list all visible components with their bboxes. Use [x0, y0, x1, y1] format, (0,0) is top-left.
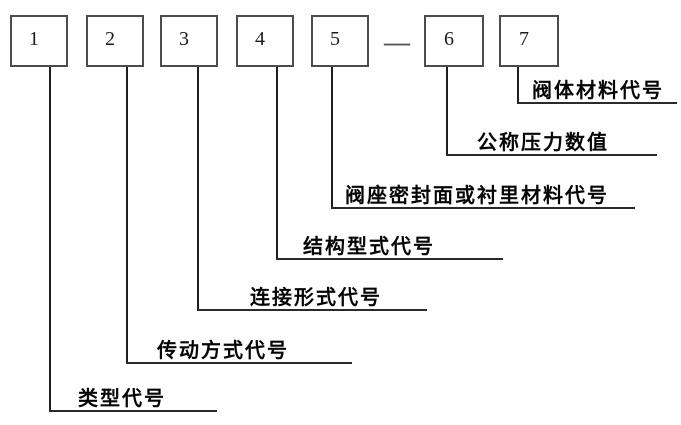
label-nominal-pressure-value: 公称压力数值 [477, 132, 609, 154]
connector-vline-2 [126, 67, 128, 364]
code-box-1: 1 [10, 15, 68, 67]
connector-underline-1 [49, 410, 217, 412]
code-box-4: 4 [236, 15, 294, 67]
label-body-material-code: 阀体材料代号 [532, 80, 664, 102]
dash-separator: — [384, 28, 410, 57]
code-box-7-number: 7 [519, 27, 529, 50]
connector-vline-4 [276, 67, 278, 260]
code-box-4-number: 4 [255, 27, 265, 50]
code-box-1-number: 1 [29, 27, 39, 50]
code-box-7: 7 [499, 15, 559, 67]
code-box-6-number: 6 [444, 27, 454, 50]
connector-underline-3 [197, 309, 427, 311]
connector-vline-1 [49, 67, 51, 412]
code-box-3-number: 3 [179, 27, 189, 50]
connector-vline-7 [517, 67, 519, 104]
code-box-5-number: 5 [330, 27, 340, 50]
code-box-5: 5 [311, 15, 369, 67]
label-seat-sealing-or-lining-material-code: 阀座密封面或衬里材料代号 [345, 185, 609, 207]
connector-underline-4 [276, 258, 503, 260]
code-box-2: 2 [86, 15, 144, 67]
connector-underline-2 [126, 362, 352, 364]
label-connection-form-code: 连接形式代号 [250, 287, 382, 309]
connector-underline-5 [331, 207, 635, 209]
label-type-code: 类型代号 [78, 388, 166, 410]
code-box-6: 6 [424, 15, 484, 67]
connector-vline-6 [446, 67, 448, 156]
label-drive-mode-code: 传动方式代号 [157, 340, 289, 362]
connector-vline-5 [331, 67, 333, 209]
label-structure-type-code: 结构型式代号 [303, 236, 435, 258]
code-box-2-number: 2 [105, 27, 115, 50]
connector-underline-6 [446, 154, 657, 156]
connector-underline-7 [517, 102, 677, 104]
code-box-3: 3 [160, 15, 218, 67]
connector-vline-3 [197, 67, 199, 311]
